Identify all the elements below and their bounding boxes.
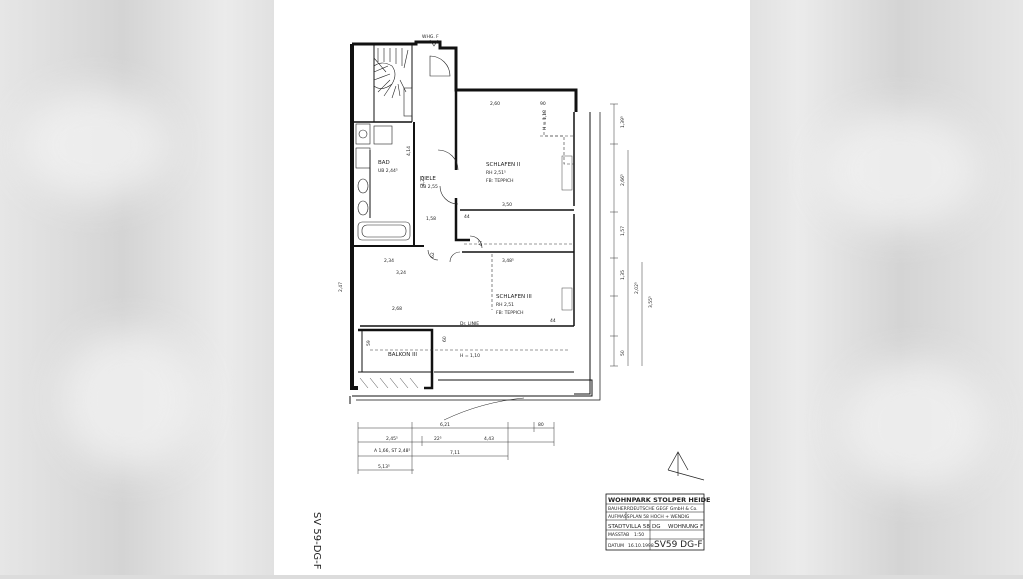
drawing-code: SV59 DG-F bbox=[654, 540, 703, 550]
wohnung-label: WOHNUNG F bbox=[668, 524, 703, 530]
dim: 1,57 bbox=[620, 226, 626, 236]
dim: 2,02⁵ bbox=[634, 282, 640, 294]
bg-blob bbox=[840, 360, 990, 490]
bauherr-value: DEUTSCHE GEGF GmbH & Co. bbox=[630, 506, 698, 512]
room-name: SCHLAFEN III bbox=[496, 294, 532, 300]
dim: A 1,66, ST 2,48⁵ bbox=[374, 448, 410, 454]
bg-blob bbox=[20, 90, 170, 200]
right-dimension-lines bbox=[610, 103, 643, 367]
dim: 1,35 bbox=[620, 270, 626, 280]
bg-blob bbox=[820, 110, 980, 230]
dim: 2,47 bbox=[338, 282, 344, 292]
top-label: WHG. F bbox=[422, 34, 439, 40]
dim: 62 bbox=[430, 252, 436, 258]
bauherr-label: BAUHERR bbox=[608, 506, 630, 512]
dim: H = 1,10 bbox=[460, 353, 480, 359]
doors bbox=[427, 55, 525, 421]
room-name: BALKON III bbox=[388, 352, 417, 358]
hatching bbox=[359, 155, 573, 389]
dim: 5,13⁵ bbox=[378, 464, 390, 470]
dim: 2,34 bbox=[384, 258, 394, 264]
dim: 2,45⁵ bbox=[386, 436, 398, 442]
dim: 2,68 bbox=[392, 306, 402, 312]
floor-plan-sheet: SCHLAFEN II RH 2,51⁵ FB: TEPPICH DIELE U… bbox=[274, 0, 750, 575]
datum-label: DATUM bbox=[608, 543, 624, 549]
dim: 3,50 bbox=[502, 202, 512, 208]
floor-plan-drawing: SCHLAFEN II RH 2,51⁵ FB: TEPPICH DIELE U… bbox=[311, 34, 710, 570]
dim: 22⁵ bbox=[434, 436, 442, 442]
dim: 3,55⁵ bbox=[648, 296, 654, 308]
dim: 2,60 bbox=[490, 101, 500, 107]
bathroom-fixtures bbox=[355, 123, 411, 241]
dim: 44 bbox=[464, 214, 470, 220]
dashed-lines bbox=[370, 112, 574, 351]
room-floor: FB: TEPPICH bbox=[486, 178, 514, 184]
side-label: SV 59-DG-F bbox=[311, 512, 322, 570]
bottom-dimension-lines bbox=[357, 422, 555, 474]
massstab-value: 1:50 bbox=[634, 532, 644, 538]
title-block: WOHNPARK STOLPER HEIDE BAUHERR DEUTSCHE … bbox=[605, 493, 710, 551]
dim: 50 bbox=[620, 350, 626, 356]
arrow-icon bbox=[429, 39, 439, 47]
room-height: UB 2,44⁵ bbox=[378, 168, 398, 174]
dim: 1,39⁵ bbox=[620, 116, 626, 128]
aufmass-value: PLAN 58 HOCH + WENDIG bbox=[630, 514, 690, 520]
dim: 1,58 bbox=[426, 216, 436, 222]
dim: 7,11 bbox=[450, 450, 460, 456]
stadtvilla-label: STADTVILLA 58 bbox=[608, 524, 650, 530]
project-title: WOHNPARK STOLPER HEIDE bbox=[608, 496, 710, 504]
room-height: RH 2,51⁵ bbox=[486, 170, 506, 176]
dim: 59 bbox=[366, 340, 372, 346]
room-height: UB 2,55 bbox=[420, 184, 438, 190]
dim: 3,48⁵ bbox=[502, 258, 514, 264]
staircase bbox=[373, 48, 413, 117]
dim: 4,25 bbox=[420, 176, 426, 186]
dim: 44 bbox=[550, 318, 556, 324]
bg-blob bbox=[60, 330, 200, 470]
datum-value: 16.10.1998 bbox=[628, 543, 654, 549]
dim: 60 bbox=[442, 336, 448, 342]
dim: H = 1,18 bbox=[542, 110, 548, 130]
dim: 90 bbox=[540, 101, 546, 107]
dim: Dr. LINIE bbox=[460, 321, 479, 327]
room-name: BAD bbox=[378, 160, 390, 166]
north-arrow-icon bbox=[667, 451, 705, 481]
walls bbox=[349, 40, 601, 404]
right-dimensions: 1,39⁵ 2,66⁵ 1,57 1,35 2,02⁵ 3,55⁵ 50 bbox=[620, 116, 654, 356]
dim: 4,14 bbox=[406, 146, 412, 156]
dim: 3,24 bbox=[396, 270, 406, 276]
dim: 80 bbox=[538, 422, 544, 428]
dim: 2,66⁵ bbox=[620, 174, 626, 186]
bottom-dimensions: 6,21 80 2,45⁵ 22⁵ 4,43 A 1,66, ST 2,48⁵ … bbox=[374, 422, 544, 470]
dimensions: 2,60 90 3,50 3,48⁵ 2,34 3,24 2,68 2,47 4… bbox=[338, 101, 556, 359]
aufmass-label: AUFMASS bbox=[608, 514, 630, 520]
room-name: SCHLAFEN II bbox=[486, 162, 521, 168]
dim: 47 bbox=[478, 240, 484, 246]
room-floor: FB: TEPPICH bbox=[496, 310, 524, 316]
dim: 6,21 bbox=[440, 422, 450, 428]
dim: 4,43 bbox=[484, 436, 494, 442]
room-name: DIELE bbox=[420, 176, 436, 182]
massstab-label: MASSTAB bbox=[608, 532, 629, 538]
dg-label: DG bbox=[652, 524, 661, 530]
room-height: RH 2,51 bbox=[496, 302, 514, 308]
